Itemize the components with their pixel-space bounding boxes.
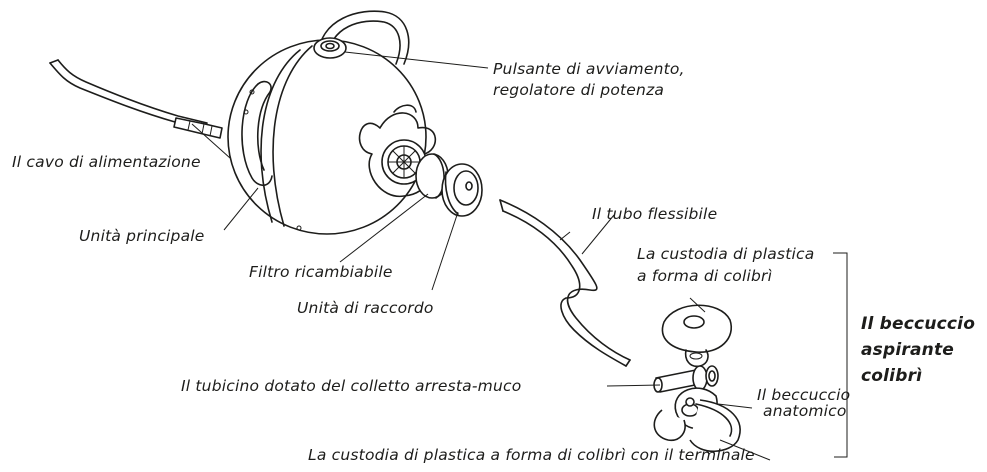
connector-label: Unità di raccordo <box>297 299 434 317</box>
case-drawing <box>661 304 733 368</box>
start-button-label-line1: Pulsante di avviamento, <box>493 60 685 78</box>
filter-label: Filtro ricambiabile <box>249 263 393 281</box>
main-unit-label: Unità principale <box>79 227 205 245</box>
anatomic-tip-label-line1: Il beccuccio <box>757 386 851 404</box>
tube-collar-label: Il tubicino dotato del colletto arresta-… <box>181 377 522 395</box>
power-cable-label: Il cavo di alimentazione <box>12 153 201 171</box>
case-label-line1: La custodia di plastica <box>637 245 815 263</box>
case-label-line2: a forma di colibrì <box>637 267 773 285</box>
connector-drawing <box>441 163 483 217</box>
tube-collar-drawing <box>653 365 719 393</box>
hose-drawing <box>499 199 631 367</box>
hose-label: Il tubo flessibile <box>592 205 718 223</box>
anatomic-tip-label-line2: anatomico <box>763 402 847 420</box>
case-terminal-drawing <box>653 399 741 452</box>
main-unit-drawing <box>227 10 437 235</box>
nozzle-group-label-line2: aspirante <box>861 340 955 360</box>
nozzle-group-label-line1: Il beccuccio <box>861 314 976 334</box>
start-button-label-line2: regolatore di potenza <box>493 81 665 99</box>
power-cable-drawing <box>49 59 223 139</box>
leader-lines <box>191 51 848 461</box>
nozzle-group-label-line3: colibrì <box>861 366 923 386</box>
case-terminal-label: La custodia di plastica a forma di colib… <box>308 446 755 464</box>
